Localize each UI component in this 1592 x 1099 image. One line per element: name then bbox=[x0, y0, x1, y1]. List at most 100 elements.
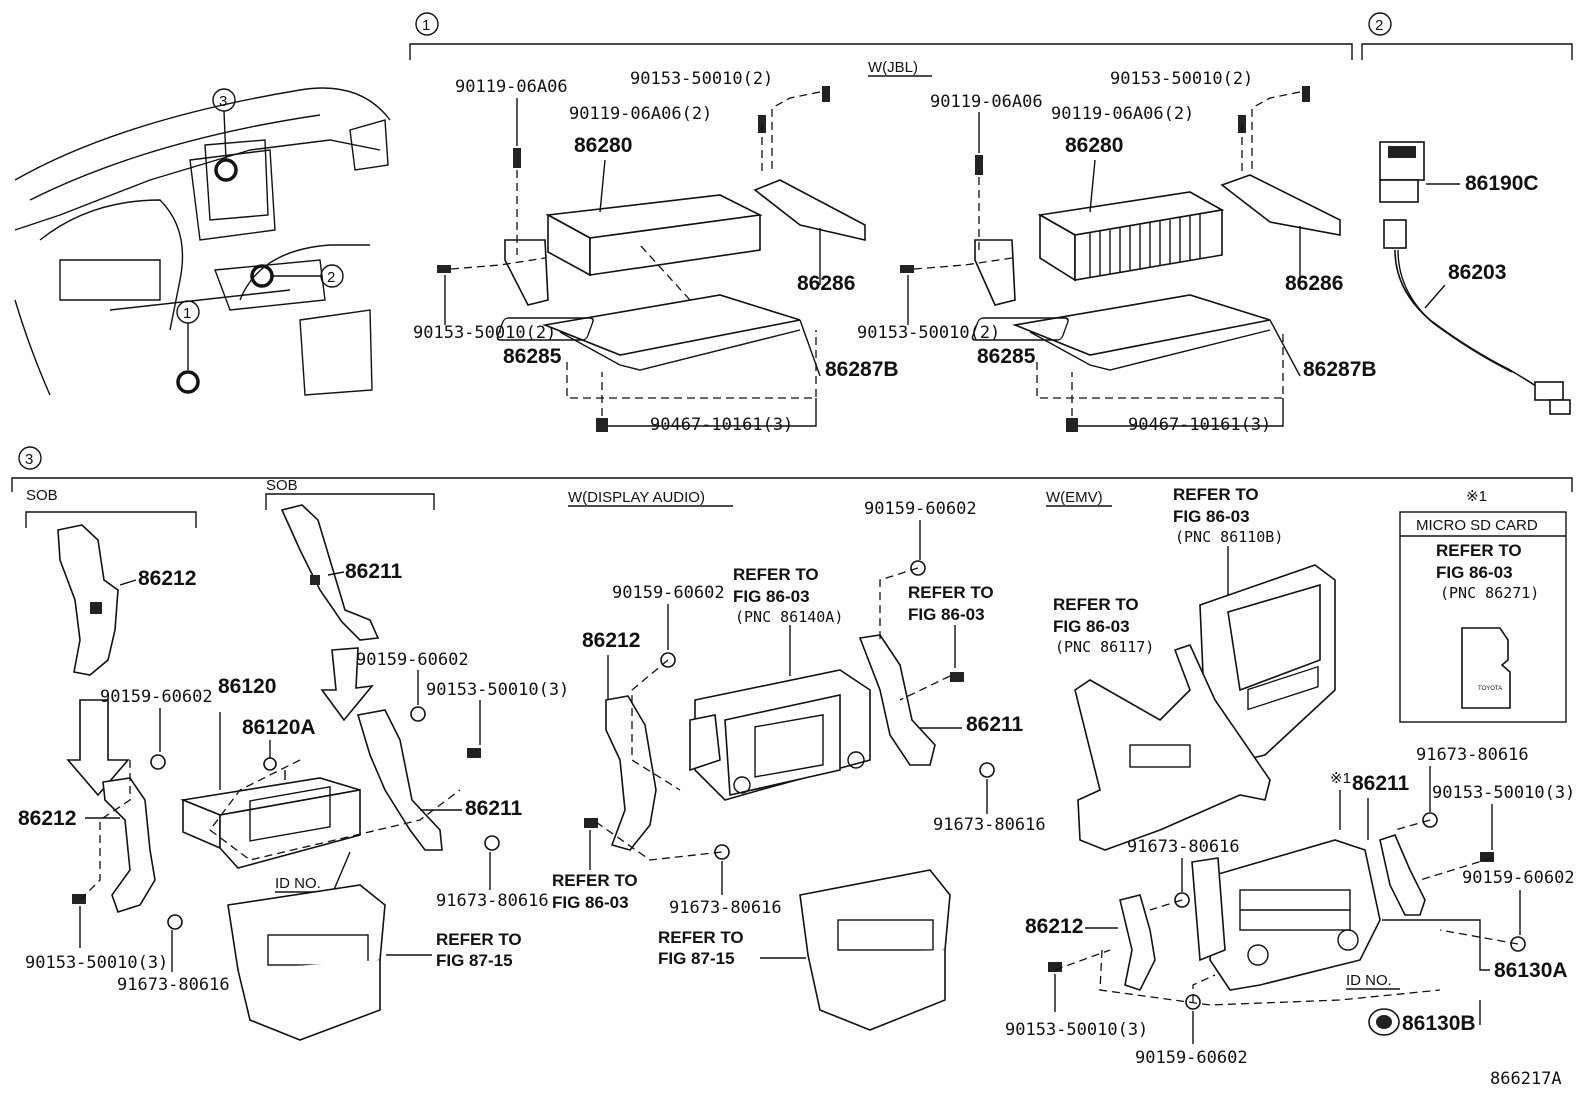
refer-86271-line2: FIG 86-03 bbox=[1436, 563, 1513, 582]
part-91673-80616-da-r-label: 91673-80616 bbox=[933, 815, 1046, 835]
tray-86287b-r bbox=[1012, 294, 1271, 356]
sob-left-label: SOB bbox=[26, 487, 58, 504]
refer-87-15-da-line1: REFER TO bbox=[658, 928, 744, 947]
part-86190c-label: 86190C bbox=[1465, 172, 1539, 195]
bracket-86212-sob bbox=[102, 777, 156, 913]
location-marker-3 bbox=[214, 158, 238, 182]
part-86211-sob2-label: 86211 bbox=[465, 797, 523, 820]
tray-86287b bbox=[542, 294, 801, 356]
part-86280-r-label: 86280 bbox=[1065, 134, 1123, 157]
part-86120-label: 86120 bbox=[218, 675, 276, 698]
overview-callout-1: 1 bbox=[183, 305, 191, 322]
bracket-86211-da bbox=[858, 634, 936, 766]
part-90119-06a06-2-label: 90119-06A06(2) bbox=[569, 104, 712, 124]
part-90153-50010-emv-b-label: 90153-50010(3) bbox=[1432, 783, 1575, 803]
display-audio-assembly: W(DISPLAY AUDIO) 90159-60602 REFER TO FI… bbox=[552, 489, 1046, 1031]
part-90159-60602-emv-d-label: 90159-60602 bbox=[1462, 868, 1575, 888]
section-2-header: 2 bbox=[1361, 12, 1573, 60]
bracket-86212-emv bbox=[1119, 894, 1156, 991]
sob-left-assembly: SOB 86212 90159-60602 86212 90153-50010(… bbox=[18, 487, 230, 995]
part-90119-06a06-2-r-label: 90119-06A06(2) bbox=[1051, 104, 1194, 124]
part-86130b-label: 86130B bbox=[1402, 1012, 1476, 1035]
part-86280-label: 86280 bbox=[574, 134, 632, 157]
part-90119-06a06-label: 90119-06A06 bbox=[455, 77, 568, 97]
refer-86-03-da-r-line2: FIG 86-03 bbox=[908, 605, 985, 624]
refer-86271-line3: (PNC 86271) bbox=[1440, 584, 1539, 602]
part-91673-80616-emv-c-label: 91673-80616 bbox=[1127, 837, 1240, 857]
section-2-assembly: 86190C 86203 bbox=[1379, 141, 1571, 415]
display-audio-variant-label: W(DISPLAY AUDIO) bbox=[568, 489, 705, 506]
id-no-label-emv: ID NO. bbox=[1346, 972, 1392, 989]
part-90159-60602-sob1-label: 90159-60602 bbox=[100, 687, 213, 707]
part-91673-80616-da-b-label: 91673-80616 bbox=[669, 898, 782, 918]
bracket-86211-emv bbox=[1379, 834, 1426, 916]
sob-right-assembly: SOB 86211 90159-60602 90153-50010(3) 861… bbox=[180, 477, 569, 1041]
part-90159-60602-emv-f-label: 90159-60602 bbox=[1135, 1048, 1248, 1068]
refer-86117-line1: REFER TO bbox=[1053, 595, 1139, 614]
part-86212-emv-label: 86212 bbox=[1025, 915, 1083, 938]
dashboard-overview: 3 2 1 bbox=[14, 87, 391, 396]
jbl-variant-label: W(JBL) bbox=[868, 59, 918, 76]
emv-variant-label: W(EMV) bbox=[1046, 489, 1103, 506]
bracket-86211-sob bbox=[356, 709, 443, 851]
jbl-left-assembly: 90119-06A06 90153-50010(2) 90119-06A06(2… bbox=[413, 69, 899, 435]
micro-sd-card bbox=[1461, 627, 1511, 709]
emv-reference-mark: ※1 bbox=[1330, 770, 1351, 787]
part-86287b-label: 86287B bbox=[825, 358, 899, 381]
part-90153-50010-emv-e-label: 90153-50010(3) bbox=[1005, 1020, 1148, 1040]
part-86130a-label: 86130A bbox=[1494, 959, 1568, 982]
part-90153-50010-left-label: 90153-50010(2) bbox=[413, 323, 556, 343]
part-90159-60602-da-top-label: 90159-60602 bbox=[864, 499, 977, 519]
assembly-arrow-left bbox=[66, 699, 130, 797]
overview-callout-2: 2 bbox=[327, 269, 335, 286]
part-86286-r-label: 86286 bbox=[1285, 272, 1343, 295]
refer-86140a-line1: REFER TO bbox=[733, 565, 819, 584]
refer-86140a-line3: (PNC 86140A) bbox=[735, 608, 843, 626]
part-90153-50010-top-r-label: 90153-50010(2) bbox=[1110, 69, 1253, 89]
part-90159-60602-da-left-label: 90159-60602 bbox=[612, 583, 725, 603]
micro-sd-brand: TOYOTA bbox=[1478, 686, 1502, 692]
part-90467-10161-r-label: 90467-10161(3) bbox=[1128, 415, 1271, 435]
part-86286-label: 86286 bbox=[797, 272, 855, 295]
part-86211-da-label: 86211 bbox=[966, 713, 1024, 736]
part-90153-50010-sob2-label: 90153-50010(3) bbox=[426, 680, 569, 700]
location-marker-1 bbox=[176, 370, 200, 394]
refer-86140a-line2: FIG 86-03 bbox=[733, 587, 810, 606]
refer-86-03-da-bl-line1: REFER TO bbox=[552, 871, 638, 890]
micro-sd-card-title: MICRO SD CARD bbox=[1416, 517, 1538, 534]
part-86287b-r-label: 86287B bbox=[1303, 358, 1377, 381]
cable-connector bbox=[1383, 219, 1407, 249]
bracket-86285 bbox=[504, 239, 549, 306]
bracket-86212-da bbox=[605, 695, 657, 851]
refer-86117-line2: FIG 86-03 bbox=[1053, 617, 1130, 636]
figure-id: 866217A bbox=[1490, 1069, 1562, 1089]
refer-87-15-sob-line1: REFER TO bbox=[436, 930, 522, 949]
refer-86271-line1: REFER TO bbox=[1436, 541, 1522, 560]
part-86212-top-label: 86212 bbox=[138, 567, 196, 590]
part-86212-label: 86212 bbox=[18, 807, 76, 830]
part-91673-80616-emv-a-label: 91673-80616 bbox=[1416, 745, 1529, 765]
location-marker-2 bbox=[250, 264, 274, 288]
jbl-right-assembly: 90119-06A06 90153-50010(2) 90119-06A06(2… bbox=[857, 69, 1377, 435]
assembly-arrow-right bbox=[320, 647, 374, 722]
part-86211-emv-label: 86211 bbox=[1352, 772, 1410, 795]
section-3-header: 3 bbox=[11, 446, 1573, 492]
part-90467-10161-label: 90467-10161(3) bbox=[650, 415, 793, 435]
section-3-number: 3 bbox=[25, 451, 33, 468]
part-90153-50010-left-r-label: 90153-50010(2) bbox=[857, 323, 1000, 343]
part-90153-50010-sob1-label: 90153-50010(3) bbox=[25, 953, 168, 973]
refer-87-15-da-line2: FIG 87-15 bbox=[658, 949, 735, 968]
emv-frame-86117 bbox=[1074, 644, 1271, 851]
bracket-86286-r bbox=[1220, 174, 1341, 236]
part-91673-80616-sob1-label: 91673-80616 bbox=[117, 975, 230, 995]
bracket-86285-r bbox=[974, 239, 1016, 306]
sob-right-label: SOB bbox=[266, 477, 298, 494]
section-1-number: 1 bbox=[422, 17, 430, 34]
part-86285-r-label: 86285 bbox=[977, 345, 1036, 368]
refer-87-15-sob-line2: FIG 87-15 bbox=[436, 951, 513, 970]
section-1-header: 1 W(JBL) bbox=[409, 12, 1353, 77]
refer-86117-line3: (PNC 86117) bbox=[1055, 638, 1154, 656]
overview-callout-3: 3 bbox=[219, 93, 227, 110]
